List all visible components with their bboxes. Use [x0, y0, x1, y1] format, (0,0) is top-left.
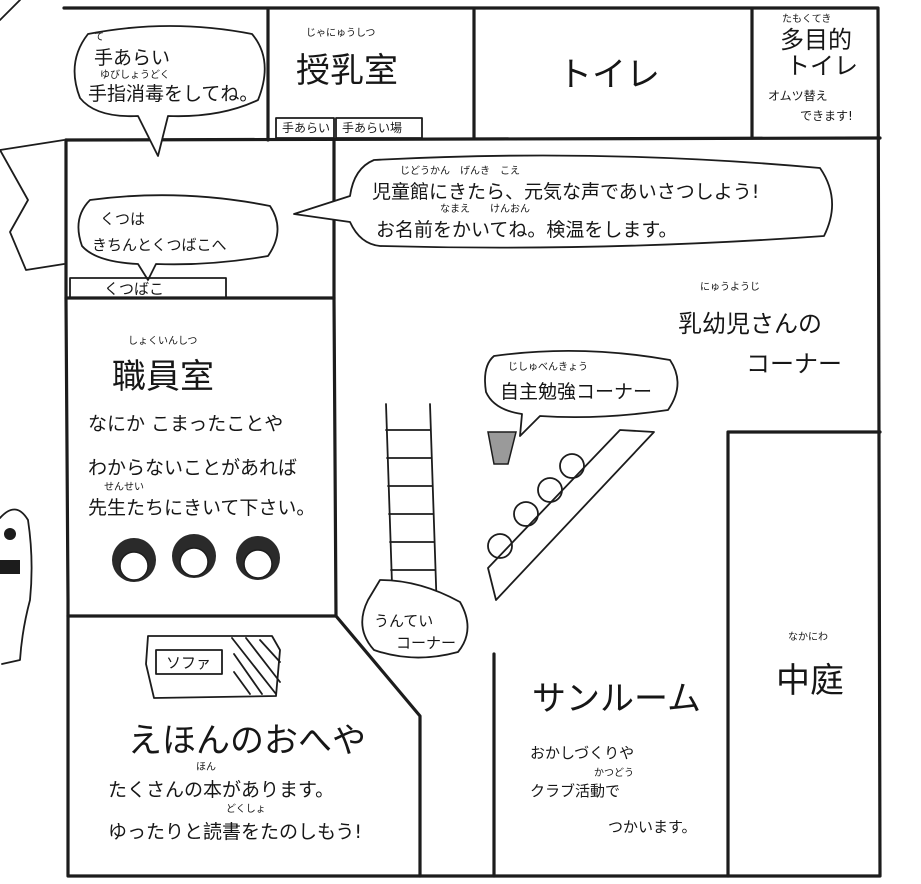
bubble-greeting: じどうかん げんき こえ 児童館にきたら、元気な声であいさつしよう! なまえ け…	[293, 154, 833, 249]
bubble-shoes-line2: きちんとくつばこへ	[92, 236, 227, 254]
wall-courtyard	[726, 430, 882, 878]
study-chair-2	[513, 501, 539, 527]
entrance-outline	[0, 139, 65, 271]
study-chair-4	[559, 453, 585, 479]
corner-arc	[0, 0, 21, 21]
bubble-shoes: くつは きちんとくつばこへ	[77, 194, 279, 281]
mascot-bag	[0, 560, 20, 574]
staff-face-3-skin	[243, 549, 273, 579]
courtyard: なかにわ 中庭	[776, 631, 844, 701]
bubble-exercise-line1: うんてい	[374, 612, 433, 630]
bubble-handwash-shape	[73, 25, 266, 157]
bubble-shoes-shape	[77, 194, 279, 281]
nursing-room: じゃにゅうしつ 授乳室	[296, 27, 398, 91]
shoe-box-label: くつばこ	[104, 280, 164, 298]
bubble-exercise: うんてい コーナー	[361, 579, 469, 659]
bubble-handwash-line2: 手指消毒をしてね。	[88, 83, 258, 105]
bubble-study-label: 自主勉強コーナー	[500, 381, 652, 403]
bubble-greeting-line1-ruby: じどうかん げんき こえ	[400, 165, 520, 177]
bubble-exercise-shape	[361, 579, 469, 659]
picture-book-room-line1: たくさんの本があります。	[108, 779, 334, 801]
multi-toilet-name-line1: 多目的	[780, 26, 852, 54]
multi-toilet-note-line1: オムツ替え	[768, 89, 828, 103]
staff-faces	[112, 534, 280, 582]
toddler-corner-line1: 乳幼児さんの	[678, 310, 822, 338]
mascot-body	[0, 508, 33, 665]
bubble-exercise-line2: コーナー	[396, 634, 456, 652]
bubble-study-ruby: じしゅべんきょう	[508, 361, 588, 373]
shoe-box	[69, 277, 227, 299]
picture-book-room-ruby: ほん	[196, 761, 216, 773]
bubble-shoes-line1: くつは	[100, 210, 145, 228]
bubble-greeting-shape	[293, 154, 833, 249]
study-desk	[487, 429, 655, 601]
bubble-handwash: て 手あらい ゆびしょうどく 手指消毒をしてね。	[73, 25, 266, 157]
multi-toilet-name-line2: トイレ	[786, 52, 858, 80]
nursing-room-name: 授乳室	[296, 51, 398, 91]
study-chair-3	[537, 477, 563, 503]
staff-room-line2: わからないことがあれば	[88, 457, 297, 479]
staff-face-1-skin	[119, 551, 149, 581]
sunroom-line3: つかいます。	[608, 818, 697, 836]
bubble-greeting-line1: 児童館にきたら、元気な声であいさつしよう!	[372, 181, 759, 203]
sofa-outline	[145, 635, 281, 699]
multi-toilet: たもくてき 多目的 トイレ オムツ替え できます!	[768, 13, 858, 123]
bubble-handwash-line1-ruby: て	[94, 32, 104, 43]
bubble-greeting-line2-ruby: なまえ けんおん	[440, 203, 530, 215]
wall-book-room-right	[334, 614, 422, 878]
staff-room-line3: 先生たちにきいて下さい。	[88, 497, 315, 519]
sunroom-name: サンルーム	[532, 679, 701, 719]
bubble-study: じしゅべんきょう 自主勉強コーナー	[484, 349, 679, 437]
handwash-box	[275, 117, 335, 139]
mascot-icon	[0, 508, 33, 665]
staff-face-2-skin	[179, 547, 209, 577]
toddler-corner-line2: コーナー	[746, 350, 842, 378]
courtyard-name: 中庭	[776, 661, 844, 701]
courtyard-ruby: なかにわ	[788, 631, 828, 643]
toddler-corner: にゅうようじ 乳幼児さんの コーナー	[678, 281, 842, 378]
picture-book-room-line2-ruby: どくしょ	[226, 803, 266, 815]
study-desk-outline	[487, 429, 655, 601]
picture-book-room-line2: ゆったりと読書をたのしもう!	[108, 821, 362, 843]
outer-wall	[62, 6, 882, 878]
sofa-label-box	[155, 649, 223, 675]
multi-toilet-note-line2: できます!	[800, 109, 853, 123]
multi-toilet-ruby: たもくてき	[782, 13, 831, 25]
bubble-handwash-line1: 手あらい	[94, 47, 170, 69]
toddler-corner-ruby: にゅうようじ	[700, 281, 760, 293]
handwash-place-box	[335, 117, 423, 139]
bubble-study-shape	[484, 349, 679, 437]
sunroom-line2: クラブ活動で	[530, 782, 620, 800]
picture-book-room-name: えほんのおへや	[128, 721, 366, 761]
basket-hoop-icon	[487, 431, 517, 465]
sunroom-line1: おかしづくりや	[530, 744, 634, 762]
nursing-room-ruby: じゃにゅうしつ	[306, 27, 375, 39]
staff-room-line3-ruby: せんせい	[104, 481, 144, 493]
handwash-label: 手あらい	[282, 121, 330, 135]
toilet-name: トイレ	[558, 55, 660, 95]
staff-room-name: 職員室	[112, 357, 214, 397]
picture-book-room: ソファ えほんのおへや ほん たくさんの本があります。 どくしょ ゆったりと読書…	[108, 635, 366, 843]
study-chair-1	[487, 533, 513, 559]
sofa-label: ソファ	[166, 654, 211, 672]
sunroom-line2-ruby: かつどう	[594, 767, 634, 779]
bubble-greeting-line2: お名前をかいてね。検温をします。	[376, 219, 678, 241]
bubble-handwash-line2-ruby: ゆびしょうどく	[100, 69, 170, 81]
wall-top-row-bottom	[64, 136, 882, 142]
handwash-place-label: 手あらい場	[342, 121, 402, 135]
staff-room-ruby: しょくいんしつ	[128, 335, 197, 347]
mascot-eye	[4, 528, 16, 540]
sunroom: サンルーム おかしづくりや かつどう クラブ活動で つかいます。	[530, 679, 701, 836]
sofa-hatch	[231, 637, 281, 695]
staff-room-line1: なにか こまったことや	[88, 413, 283, 435]
staff-room: しょくいんしつ 職員室 なにか こまったことや わからないことがあれば せんせい…	[88, 335, 315, 582]
